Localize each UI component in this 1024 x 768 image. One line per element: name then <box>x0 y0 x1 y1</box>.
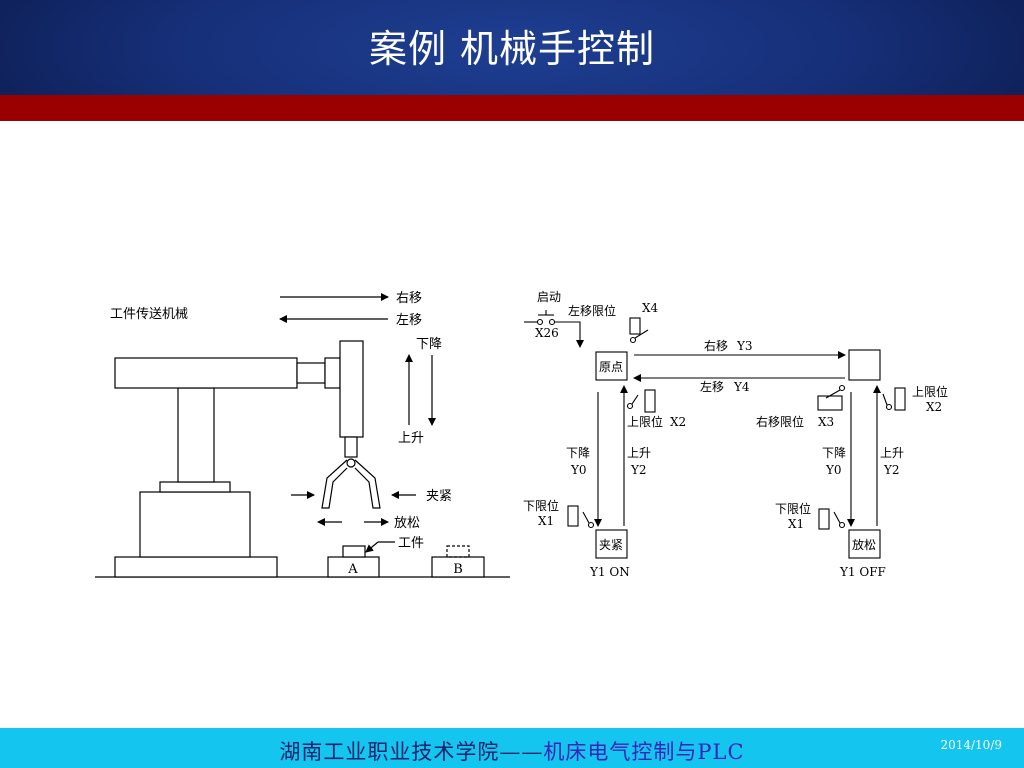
slide-title: 案例 机械手控制 <box>368 27 656 71</box>
label-y1-off: Y1 OFF <box>839 565 886 579</box>
label-left-move: 左移 <box>700 379 724 394</box>
label-down: 下降 <box>416 337 442 352</box>
control-flow-diagram <box>524 310 906 559</box>
label-x2-right: X2 <box>926 400 942 414</box>
state-release-box <box>848 529 881 559</box>
footer-school: 湖南工业职业技术学院—— <box>279 740 544 764</box>
footer-bar: 湖南工业职业技术学院——机床电气控制与PLC 2014/10/9 <box>0 728 1024 768</box>
footer-caption: 湖南工业职业技术学院——机床电气控制与PLC <box>0 736 1024 766</box>
label-right: 右移 <box>396 291 422 306</box>
state-origin-box <box>595 351 628 381</box>
state-clamp: 夹紧 <box>599 538 623 552</box>
state-origin: 原点 <box>599 360 623 374</box>
label-left: 左移 <box>396 313 422 328</box>
state-right-box <box>848 349 881 381</box>
label-x3: X3 <box>818 415 834 429</box>
label-station-a: A <box>347 562 358 577</box>
label-y0-left: Y0 <box>570 463 587 477</box>
label-clamp: 夹紧 <box>426 489 452 504</box>
label-station-b: B <box>453 562 463 577</box>
mech-title: 工件传送机械 <box>110 307 188 322</box>
label-x4: X4 <box>642 301 659 315</box>
label-down-left: 下降 <box>566 446 590 460</box>
label-x26: X26 <box>535 326 559 340</box>
footer-date: 2014/10/9 <box>940 738 1002 752</box>
label-up-left: 上升 <box>627 446 651 460</box>
label-left-limit: 左移限位 <box>568 303 616 318</box>
label-start: 启动 <box>537 290 561 304</box>
label-y1-on: Y1 ON <box>589 565 630 579</box>
manipulator-mechanism <box>95 293 510 578</box>
label-y2-right: Y2 <box>883 463 900 477</box>
label-workpiece: 工件 <box>398 536 424 551</box>
label-y4: Y4 <box>733 380 750 394</box>
label-y3: Y3 <box>736 339 753 353</box>
label-x2-left: X2 <box>670 415 686 429</box>
label-low-limit-left: 下限位 <box>523 498 559 513</box>
label-release: 放松 <box>394 516 420 531</box>
label-up-right: 上升 <box>880 446 904 460</box>
label-y2-left: Y2 <box>630 463 647 477</box>
label-up-limit-right: 上限位 <box>912 384 948 399</box>
label-y0-right: Y0 <box>825 463 842 477</box>
label-x1-right: X1 <box>788 517 804 531</box>
control-flow-labels: 启动 X26 左移限位 X4 原点 右移 Y3 左移 Y4 上限位 X2 上限位… <box>523 290 948 579</box>
label-low-limit-right: 下限位 <box>775 501 811 516</box>
label-right-limit: 右移限位 <box>756 414 804 429</box>
label-up: 上升 <box>398 431 424 446</box>
label-down-right: 下降 <box>822 446 846 460</box>
state-release: 放松 <box>852 537 876 552</box>
accent-bar <box>0 95 1024 121</box>
footer-course: 机床电气控制与PLC <box>543 740 745 764</box>
title-banner: 案例 机械手控制 <box>0 0 1024 95</box>
manipulator-labels: 工件传送机械 右移 左移 下降 上升 夹紧 放松 工件 A B <box>110 291 463 577</box>
label-up-limit-left: 上限位 <box>627 414 663 429</box>
state-clamp-box <box>595 529 628 559</box>
label-x1-left: X1 <box>538 514 554 528</box>
label-right-move: 右移 <box>704 338 728 353</box>
